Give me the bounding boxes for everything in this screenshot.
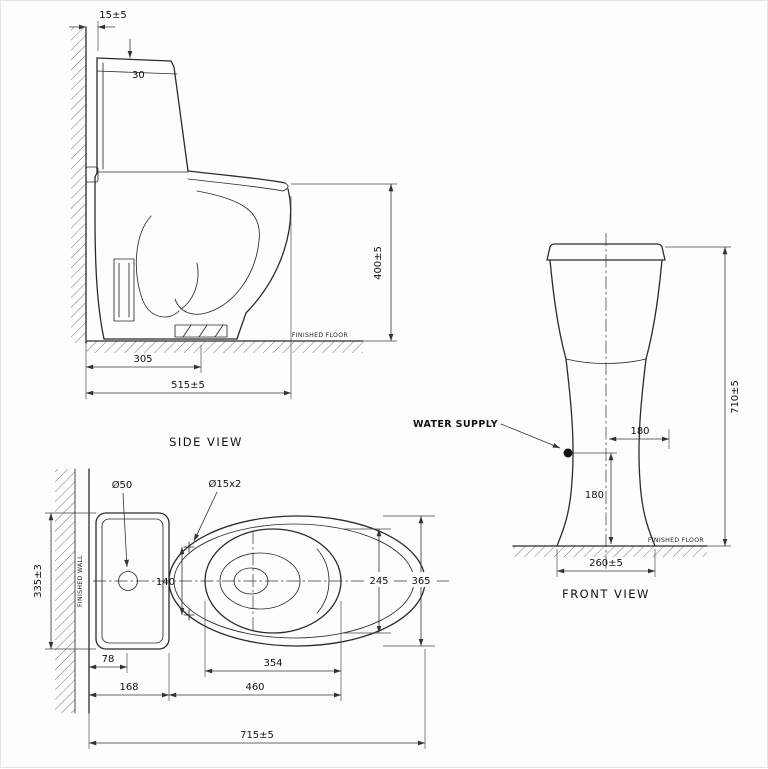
toilet-front-outline xyxy=(546,243,666,547)
dim-bowl-width: 365 xyxy=(411,576,430,587)
side-wall-hatch xyxy=(71,27,86,343)
dim-base-width: 260±5 xyxy=(589,558,623,569)
dim-wall-gap: 78 xyxy=(102,654,115,665)
dim-flush-button: Ø50 xyxy=(112,479,133,491)
dim-lid-height: 30 xyxy=(132,70,145,81)
dim-bowl-inner-length: 354 xyxy=(263,658,282,669)
front-view-dimensions: 710±5 180 180 FINISHED FLOOR 260±5 xyxy=(556,246,741,577)
dim-top-gap: 15±5 xyxy=(99,10,126,21)
front-floor-hatch xyxy=(513,546,707,557)
dim-bolt-holes: Ø15x2 xyxy=(209,478,242,490)
dim-tank-depth: 168 xyxy=(119,682,138,693)
dim-rough-in: 305 xyxy=(133,354,152,365)
dim-tank-width: 335±3 xyxy=(33,564,44,598)
top-view: FINISHED WALL Ø50 Ø15x2 140 xyxy=(33,468,449,749)
front-view-label: FRONT VIEW xyxy=(562,587,650,601)
dim-rim-height: 400±5 xyxy=(373,246,384,280)
side-view-dimensions: 15±5 30 400±5 FINISHED FLOOR 305 515±5 xyxy=(69,10,397,399)
dim-supply-height: 180 xyxy=(585,490,604,501)
dim-overall-height: 710±5 xyxy=(730,380,741,414)
front-view: WATER SUPPLY 710±5 180 180 FINISHED FLOO… xyxy=(413,233,741,601)
side-view: 15±5 30 400±5 FINISHED FLOOR 305 515±5 S… xyxy=(69,10,397,449)
water-supply-point xyxy=(563,448,573,458)
dim-overall-length: 715±5 xyxy=(240,730,274,741)
dim-bowl-length: 460 xyxy=(245,682,264,693)
toilet-side-profile xyxy=(85,57,292,340)
front-finished-floor-label: FINISHED FLOOR xyxy=(648,537,704,544)
side-floor-hatch xyxy=(86,341,363,353)
water-supply-leader xyxy=(500,423,561,449)
dim-supply-offset: 180 xyxy=(630,426,649,437)
side-view-label: SIDE VIEW xyxy=(169,435,243,449)
water-supply-label: WATER SUPPLY xyxy=(413,419,498,430)
dim-depth: 515±5 xyxy=(171,380,205,391)
side-finished-floor-label: FINISHED FLOOR xyxy=(292,332,348,339)
finished-wall-label: FINISHED WALL xyxy=(77,555,84,607)
top-wall-hatch xyxy=(55,469,75,713)
dim-bowl-inner-width: 245 xyxy=(369,576,388,587)
dim-bolt-spacing: 140 xyxy=(156,577,175,588)
top-view-dimensions: Ø50 Ø15x2 140 335±3 245 365 354 xyxy=(33,478,435,749)
